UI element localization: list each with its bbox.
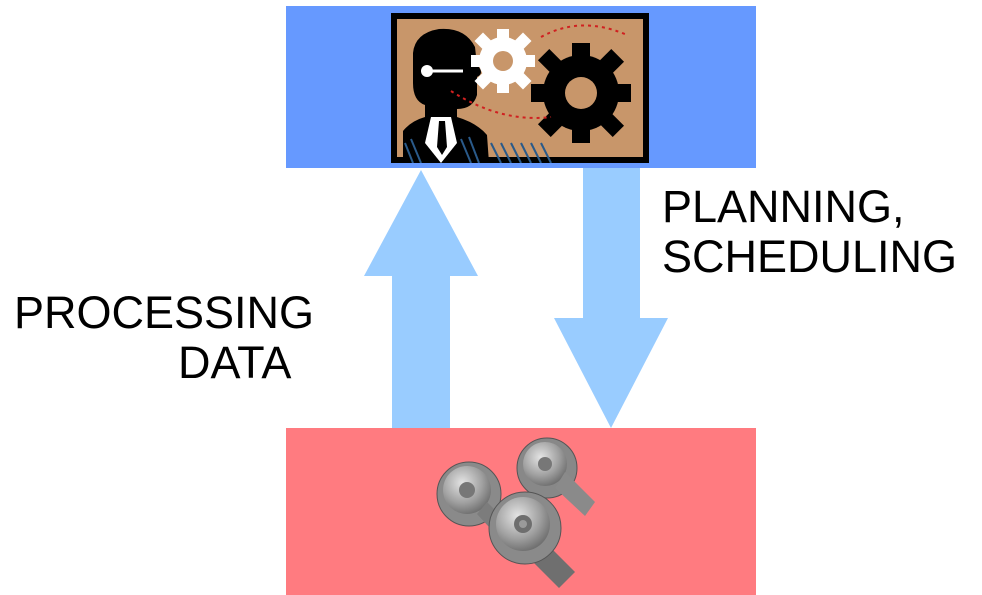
processing-label-line2: DATA: [178, 337, 292, 388]
planning-scheduling-label: PLANNING, SCHEDULING: [662, 182, 957, 282]
planning-label-line2: SCHEDULING: [662, 231, 958, 282]
planning-label-line1: PLANNING,: [662, 181, 905, 232]
manager-planning-icon: [391, 13, 649, 163]
up-arrow: [364, 170, 478, 428]
processing-data-label: PROCESSING DATA: [14, 288, 314, 388]
processing-label-line1: PROCESSING: [14, 287, 315, 338]
down-arrow: [554, 168, 668, 428]
machine-gears-icon: [436, 437, 595, 588]
